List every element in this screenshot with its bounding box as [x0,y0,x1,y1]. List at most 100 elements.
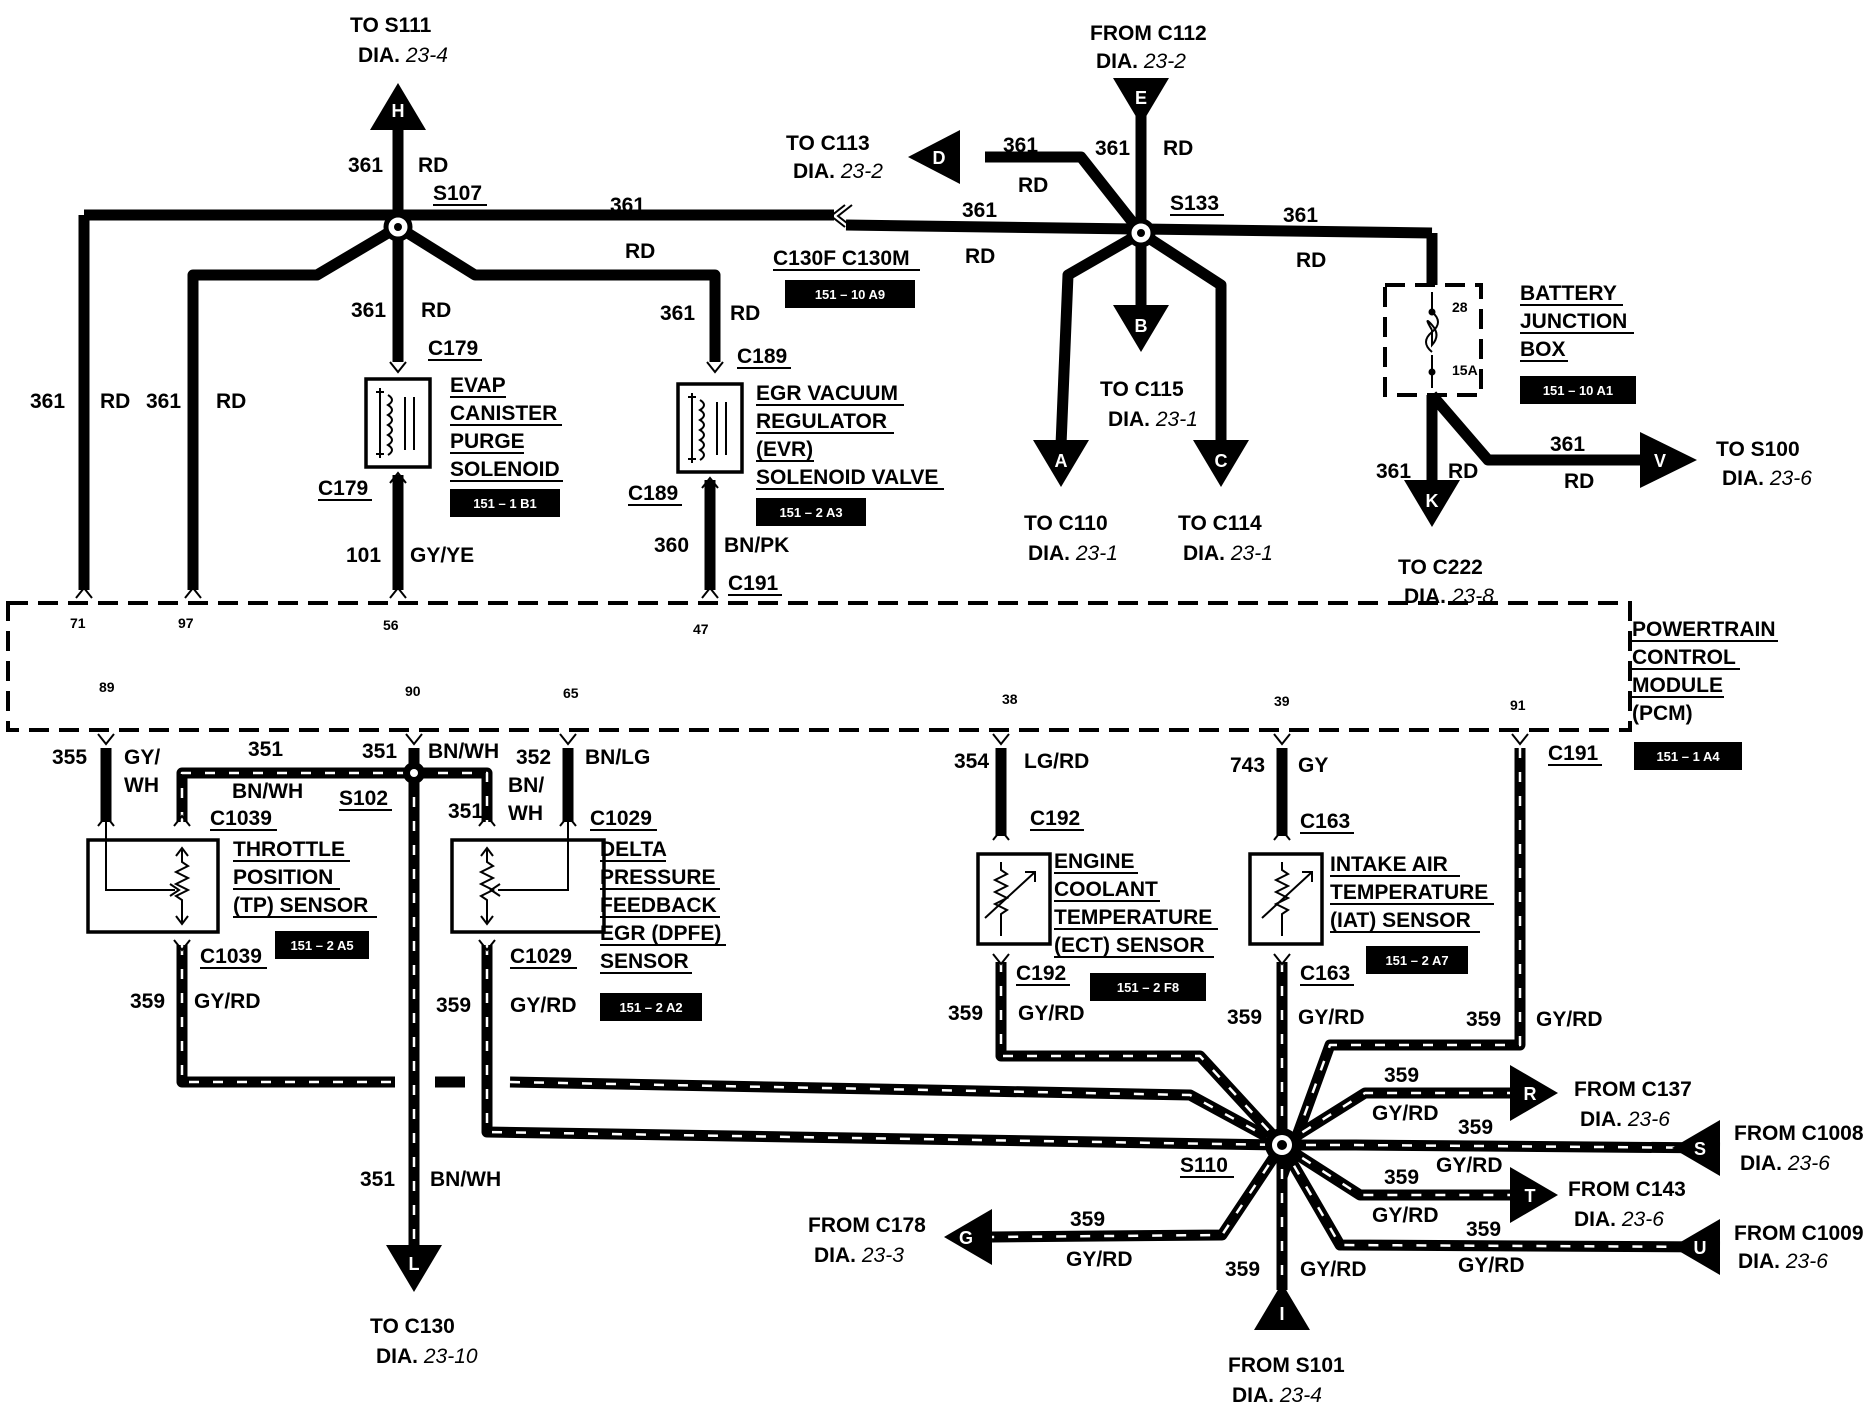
svg-text:S: S [1694,1139,1706,1159]
svg-text:THROTTLE: THROTTLE [233,838,345,861]
evap-solenoid-icon [364,377,432,469]
svg-text:71: 71 [70,615,86,631]
svg-text:C189: C189 [737,345,787,368]
triangle-c-icon [1193,440,1249,487]
triangle-h-icon [370,83,426,130]
svg-text:(PCM): (PCM) [1632,702,1693,725]
svg-text:BN/: BN/ [508,774,544,797]
fuse-rating: 15A [1452,362,1478,378]
svg-text:GY/RD: GY/RD [1298,1006,1365,1029]
svg-text:C1039: C1039 [200,945,262,968]
svg-text:DIA. 23-2: DIA. 23-2 [793,160,883,183]
svg-text:TEMPERATURE: TEMPERATURE [1330,881,1488,904]
svg-text:S107: S107 [433,182,482,205]
svg-text:BATTERY: BATTERY [1520,282,1617,305]
triangle-e-icon [1113,78,1169,125]
svg-text:151 – 2 A3: 151 – 2 A3 [779,505,842,520]
pcm-box [6,601,1632,732]
svg-text:FROM C1009: FROM C1009 [1734,1222,1864,1245]
svg-text:FEEDBACK: FEEDBACK [600,894,717,917]
svg-text:H: H [392,101,405,121]
svg-text:TO C114: TO C114 [1178,512,1262,535]
triangle-s-icon [1672,1120,1720,1176]
svg-text:352: 352 [516,746,551,769]
svg-text:RD: RD [1296,249,1326,272]
svg-text:361: 361 [351,299,386,322]
svg-text:151 – 2 A7: 151 – 2 A7 [1385,953,1448,968]
egr-solenoid-icon [676,382,744,474]
svg-text:GY/RD: GY/RD [1300,1258,1367,1281]
svg-text:COOLANT: COOLANT [1054,878,1158,901]
triangle-u-icon [1672,1219,1720,1275]
svg-text:RD: RD [1564,470,1594,493]
svg-text:361: 361 [1095,137,1130,160]
svg-text:DIA. 23-10: DIA. 23-10 [376,1345,478,1368]
svg-text:TO C222: TO C222 [1398,556,1483,579]
svg-text:DIA. 23-6: DIA. 23-6 [1738,1250,1828,1273]
svg-text:354: 354 [954,750,989,773]
svg-text:FROM C1008: FROM C1008 [1734,1122,1864,1145]
fuse-number: 28 [1452,299,1468,315]
svg-text:C179: C179 [318,477,368,500]
svg-text:359: 359 [436,994,471,1017]
svg-text:91: 91 [1510,697,1526,713]
svg-text:TO C110: TO C110 [1024,512,1108,535]
triangle-r-icon [1510,1065,1558,1121]
svg-text:GY/RD: GY/RD [1536,1008,1603,1031]
svg-text:359: 359 [1384,1064,1419,1087]
svg-text:DIA. 23-1: DIA. 23-1 [1028,542,1118,565]
tp-sensor-icon [86,838,220,934]
svg-text:FROM C112: FROM C112 [1090,22,1207,45]
svg-text:90: 90 [405,683,421,699]
triangle-l-icon [386,1245,442,1292]
svg-text:DIA. 23-6: DIA. 23-6 [1740,1152,1830,1175]
svg-text:65: 65 [563,685,579,701]
svg-text:355: 355 [52,746,87,769]
svg-text:EVAP: EVAP [450,374,506,397]
triangle-b-icon [1113,305,1169,352]
triangle-g-icon [944,1209,992,1265]
svg-text:C189: C189 [628,482,678,505]
svg-text:151 – 2 F8: 151 – 2 F8 [1117,980,1179,995]
svg-text:RD: RD [1018,174,1048,197]
svg-text:GY/RD: GY/RD [510,994,577,1017]
svg-text:GY/RD: GY/RD [1436,1154,1503,1177]
svg-text:EGR VACUUM: EGR VACUUM [756,382,898,405]
svg-text:BN/WH: BN/WH [232,780,303,803]
svg-text:B: B [1135,316,1148,336]
svg-text:SENSOR: SENSOR [600,950,689,973]
svg-text:BN/LG: BN/LG [585,746,650,769]
svg-text:DIA. 23-1: DIA. 23-1 [1183,542,1273,565]
svg-text:WH: WH [508,802,543,825]
svg-text:FROM C178: FROM C178 [808,1214,926,1237]
svg-text:361: 361 [1550,433,1585,456]
ect-sensor-icon [976,852,1052,946]
svg-text:C163: C163 [1300,962,1350,985]
svg-text:TO C115: TO C115 [1100,378,1184,401]
svg-text:C1029: C1029 [510,945,572,968]
svg-text:GY/RD: GY/RD [194,990,261,1013]
svg-text:V: V [1654,451,1666,471]
svg-text:361: 361 [348,154,383,177]
svg-text:RD: RD [965,245,995,268]
svg-text:C191: C191 [728,572,779,595]
svg-text:GY/YE: GY/YE [410,544,474,567]
svg-text:U: U [1694,1238,1707,1258]
svg-text:(TP) SENSOR: (TP) SENSOR [233,894,368,917]
svg-text:101: 101 [346,544,381,567]
svg-text:361: 361 [1003,134,1038,157]
svg-text:BN/WH: BN/WH [428,740,499,763]
svg-text:R: R [1524,1084,1537,1104]
svg-text:39: 39 [1274,693,1290,709]
svg-text:ENGINE: ENGINE [1054,850,1135,873]
svg-text:RD: RD [1163,137,1193,160]
svg-text:RD: RD [625,240,655,263]
svg-text:351: 351 [248,738,283,761]
svg-text:359: 359 [1227,1006,1262,1029]
svg-text:T: T [1525,1186,1536,1206]
svg-text:RD: RD [216,390,246,413]
svg-text:D: D [933,148,946,168]
svg-text:351: 351 [448,800,483,823]
svg-text:(EVR): (EVR) [756,438,813,461]
svg-text:(ECT) SENSOR: (ECT) SENSOR [1054,934,1205,957]
